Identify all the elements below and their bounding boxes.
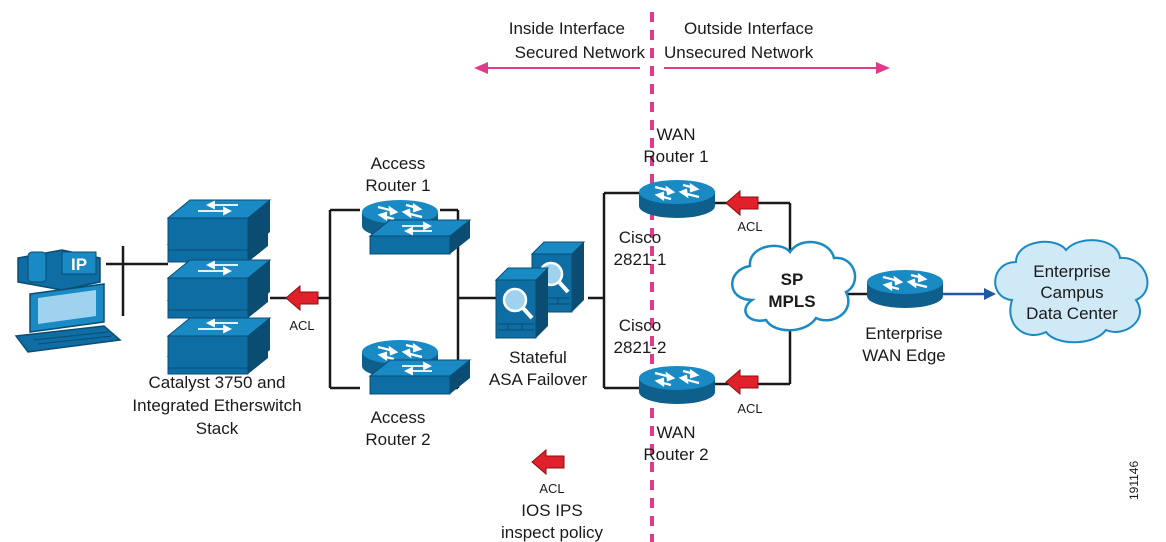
wan-router-1-icon [637, 178, 717, 220]
asa-label-1: Stateful [509, 348, 567, 367]
access-router-1-icon [360, 198, 471, 255]
ips-acl-label: ACL [539, 481, 564, 496]
acl-label-catalyst: ACL [289, 318, 314, 333]
outside-zone-label-2: Unsecured Network [664, 43, 814, 62]
sp-mpls-cloud-icon [731, 240, 857, 332]
inside-zone-label-1: Inside Interface [509, 19, 625, 38]
campus-label-3: Data Center [1026, 304, 1118, 323]
cisco-2821-1-label-1: Cisco [619, 228, 662, 247]
acl-arrow-wan2-icon [725, 369, 759, 395]
inside-zone-arrow [474, 62, 640, 74]
ip-phone-icon: IP [17, 249, 101, 291]
wan-edge-label-1: Enterprise [865, 324, 942, 343]
figure-id: 191146 [1127, 461, 1141, 500]
access-router-2-label-2: Router 2 [365, 430, 430, 449]
outside-zone-label-1: Outside Interface [684, 19, 813, 38]
ip-badge: IP [71, 255, 87, 274]
catalyst-stack-bodies [166, 199, 272, 369]
sp-mpls-label-2: MPLS [768, 292, 815, 311]
acl-label-wan2: ACL [737, 401, 762, 416]
wiring [106, 191, 996, 390]
acl-arrow-wan1-icon [725, 190, 759, 216]
catalyst-label-3: Stack [196, 419, 239, 438]
sp-mpls-label-1: SP [781, 270, 804, 289]
cisco-2821-1-label-2: 2821-1 [614, 250, 667, 269]
asa-firewall-icon [494, 240, 586, 340]
access-router-1-label-2: Router 1 [365, 176, 430, 195]
campus-label-2: Campus [1040, 283, 1103, 302]
campus-cloud-icon [994, 239, 1149, 344]
inside-zone-label-2: Secured Network [515, 43, 646, 62]
outside-zone-arrow [664, 62, 890, 74]
catalyst-label-1: Catalyst 3750 and [148, 373, 285, 392]
workstation-icon [14, 283, 122, 353]
asa-label-2: ASA Failover [489, 370, 588, 389]
access-router-1-label-1: Access [371, 154, 426, 173]
ips-acl-arrow-icon [531, 449, 565, 475]
wan-router-2-icon [637, 364, 717, 406]
wan-router-1-label-1: WAN [656, 125, 695, 144]
catalyst-label-2: Integrated Etherswitch [132, 396, 301, 415]
wan-edge-router-icon [865, 268, 945, 310]
ips-label-1: IOS IPS [521, 501, 582, 520]
acl-arrow-icon [285, 285, 319, 311]
wan-edge-label-2: WAN Edge [862, 346, 945, 365]
acl-label-wan1: ACL [737, 219, 762, 234]
wan-router-1-label-2: Router 1 [643, 147, 708, 166]
cisco-2821-2-label-2: 2821-2 [614, 338, 667, 357]
cisco-2821-2-label-1: Cisco [619, 316, 662, 335]
wan-router-2-label-2: Router 2 [643, 445, 708, 464]
access-router-2-icon [360, 338, 471, 395]
access-router-2-label-1: Access [371, 408, 426, 427]
ips-label-2: inspect policy [501, 523, 604, 542]
wan-router-2-label-1: WAN [656, 423, 695, 442]
campus-label-1: Enterprise [1033, 262, 1110, 281]
